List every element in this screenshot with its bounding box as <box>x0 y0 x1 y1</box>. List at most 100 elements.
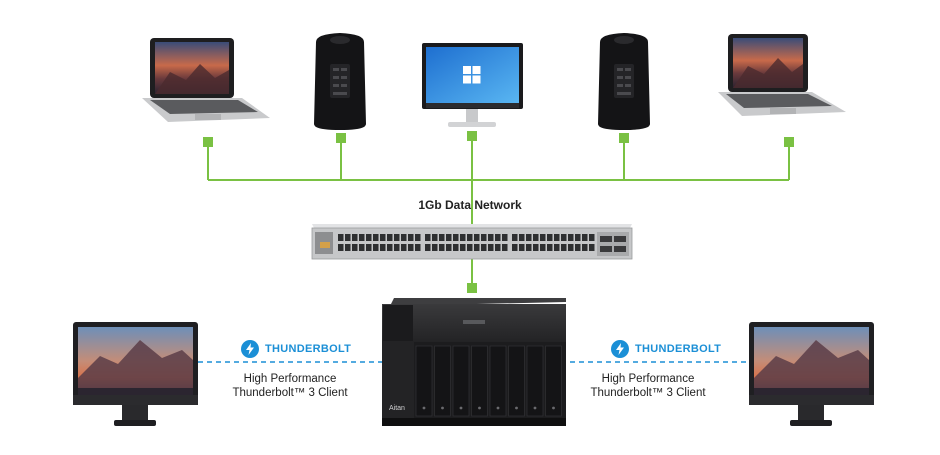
switch-port <box>589 234 595 241</box>
switch-port <box>540 234 546 241</box>
switch-port <box>474 234 480 241</box>
switch-port <box>502 244 508 251</box>
switch-port <box>568 234 574 241</box>
switch-port <box>366 234 372 241</box>
switch-port <box>519 234 525 241</box>
switch-port <box>495 244 501 251</box>
nas-brand-label: Aitan <box>389 405 405 412</box>
network-label: 1Gb Data Network <box>418 198 522 212</box>
switch-port <box>415 234 421 241</box>
drive-bay <box>471 345 488 417</box>
mac-pro-icon <box>314 33 366 130</box>
drive-bay <box>434 345 451 417</box>
drive-bay <box>545 345 562 417</box>
switch-port <box>425 244 431 251</box>
switch-port <box>401 234 407 241</box>
drive-led <box>496 406 500 410</box>
switch-port <box>408 234 414 241</box>
switch-port <box>345 244 351 251</box>
switch-port <box>338 234 344 241</box>
network-node <box>203 137 213 147</box>
thunderbolt-icon <box>241 340 259 358</box>
switch-port <box>568 244 574 251</box>
drive-led <box>422 406 426 410</box>
laptop-icon <box>718 34 846 116</box>
switch-port <box>432 244 438 251</box>
client-label: High Performance Thunderbolt™ 3 Client <box>205 372 375 400</box>
drive-bays <box>415 345 562 417</box>
switch-port <box>512 244 518 251</box>
switch-port <box>439 234 445 241</box>
thunderbolt-logo: THUNDERBOLT <box>241 340 351 358</box>
switch-port <box>415 244 421 251</box>
switch-port <box>460 244 466 251</box>
imac-pro-icon <box>749 322 874 426</box>
switch-port <box>394 244 400 251</box>
switch-port <box>366 244 372 251</box>
switch-port <box>540 244 546 251</box>
switch-port <box>502 234 508 241</box>
switch-port <box>380 244 386 251</box>
switch-port <box>533 234 539 241</box>
imac-pro-icon <box>73 322 198 426</box>
client-label: High Performance Thunderbolt™ 3 Client <box>563 372 733 400</box>
switch-port <box>519 244 525 251</box>
switch-port <box>401 244 407 251</box>
client-label-line1: High Performance <box>243 373 337 385</box>
laptop-icon <box>142 38 270 122</box>
drive-led <box>515 406 518 410</box>
drive-bay <box>526 345 544 417</box>
switch-port <box>467 244 473 251</box>
switch-port <box>575 244 581 251</box>
switch-port <box>582 244 588 251</box>
switch-port <box>446 244 452 251</box>
switch-port <box>352 234 358 241</box>
switch-port <box>582 234 588 241</box>
thunderbolt-brand: THUNDERBOLT <box>635 343 722 355</box>
switch-ports <box>338 234 595 251</box>
switch-port <box>481 244 487 251</box>
network-node <box>784 137 794 147</box>
drive-led <box>441 406 444 410</box>
switch-port <box>495 234 501 241</box>
network-node <box>336 133 346 143</box>
mac-pro-icon <box>598 33 650 130</box>
switch-port <box>474 244 480 251</box>
switch-port <box>554 234 560 241</box>
switch-port <box>481 234 487 241</box>
network-switch-icon <box>311 224 633 260</box>
switch-port <box>359 244 365 251</box>
thunderbolt-logo: THUNDERBOLT <box>611 340 721 358</box>
client-label-line2: Thunderbolt™ 3 Client <box>590 387 706 399</box>
drive-led <box>533 406 537 410</box>
drive-led <box>478 406 481 410</box>
switch-port <box>589 244 595 251</box>
switch-port <box>439 244 445 251</box>
switch-port <box>345 234 351 241</box>
network-node <box>467 283 477 293</box>
switch-port <box>533 244 539 251</box>
switch-port <box>408 244 414 251</box>
switch-port <box>394 234 400 241</box>
switch-port <box>453 234 459 241</box>
drive-bay <box>508 345 525 417</box>
switch-port <box>460 234 466 241</box>
windows-monitor-icon <box>422 43 523 127</box>
switch-port <box>387 234 393 241</box>
switch-port <box>425 234 431 241</box>
switch-port <box>432 234 438 241</box>
switch-port <box>338 244 344 251</box>
switch-port <box>547 234 553 241</box>
switch-port <box>512 234 518 241</box>
switch-port <box>387 244 393 251</box>
switch-port <box>467 234 473 241</box>
nas-storage-icon <box>382 298 566 426</box>
switch-port <box>453 244 459 251</box>
switch-port <box>359 234 365 241</box>
switch-port <box>488 234 494 241</box>
switch-port <box>380 234 386 241</box>
switch-port <box>446 234 452 241</box>
switch-port <box>561 244 567 251</box>
